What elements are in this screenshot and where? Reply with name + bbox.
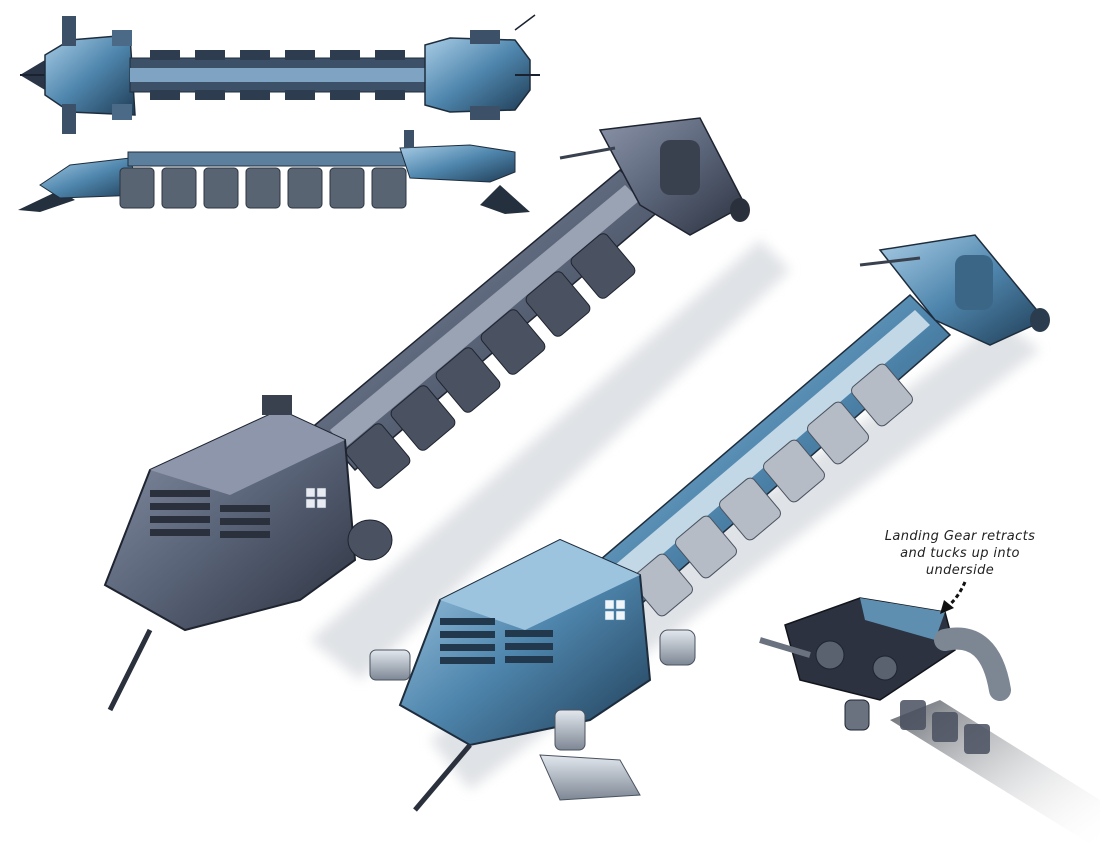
annotation-line-1: Landing Gear retracts: [884, 529, 1036, 544]
side-view-ship: [18, 130, 530, 214]
dark-ship-perspective: [103, 117, 790, 712]
landing-gear-annotation: Landing Gear retracts and tucks up into …: [850, 528, 1070, 579]
dashed-curved-arrow-icon: [940, 581, 967, 614]
landing-gear: [369, 629, 696, 801]
annotation-line-2: and tucks up into: [900, 546, 1020, 561]
annotation-line-3: underside: [925, 563, 995, 578]
underside-detail: [759, 597, 1100, 850]
top-view-ship: [20, 14, 540, 134]
blue-ship-perspective: [369, 234, 1050, 812]
